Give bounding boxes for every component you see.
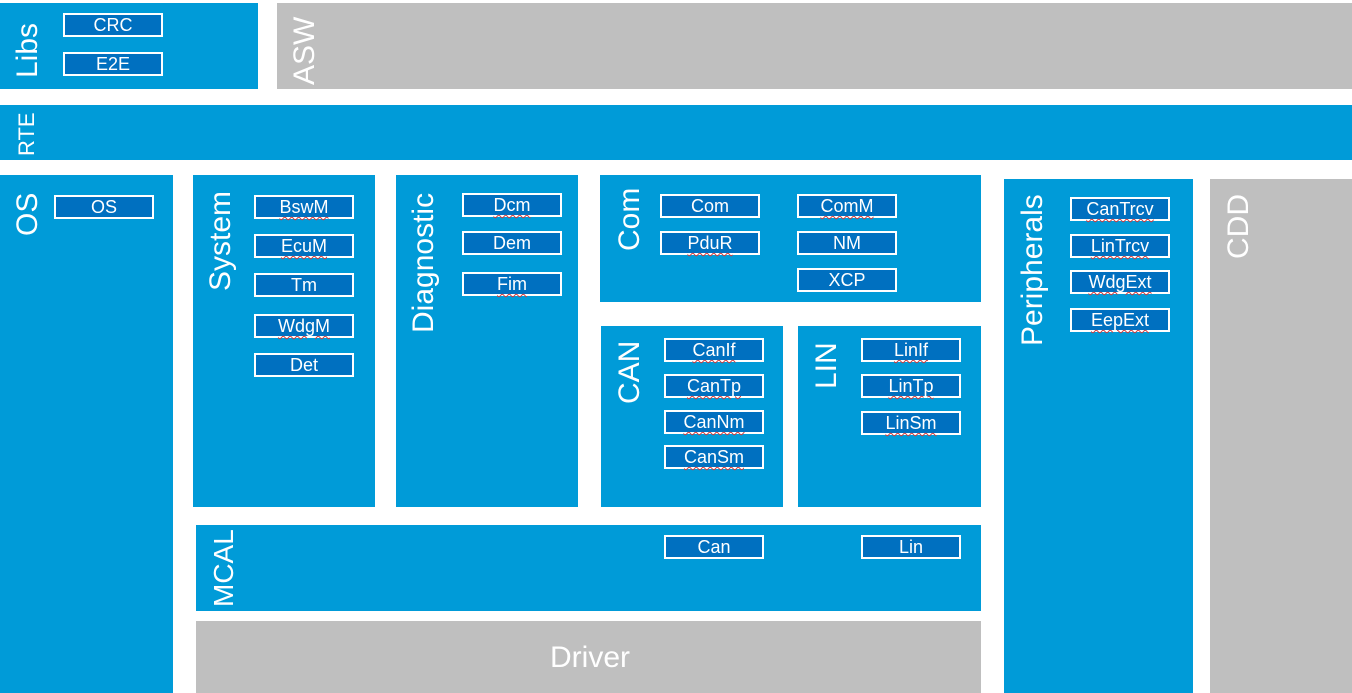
cdd-layer: CDD [1210, 179, 1352, 693]
module-nm[interactable]: NM [797, 231, 897, 255]
module-ecum[interactable]: EcuM [254, 234, 354, 258]
module-fim[interactable]: Fim [462, 272, 562, 296]
com-title: Com [613, 187, 646, 251]
rte-layer: RTE [0, 105, 1352, 160]
module-wdgext[interactable]: WdgExt [1070, 270, 1170, 294]
module-wdgm[interactable]: WdgM [254, 314, 354, 338]
module-can[interactable]: Can [664, 535, 764, 559]
module-cannm[interactable]: CanNm [664, 410, 764, 434]
os-title: OS [11, 192, 44, 236]
com-layer: Com Com PduR ComM NM XCP [600, 175, 981, 302]
module-tm[interactable]: Tm [254, 273, 354, 297]
module-xcp[interactable]: XCP [797, 268, 897, 292]
module-lintrcv[interactable]: LinTrcv [1070, 234, 1170, 258]
module-lintp[interactable]: LinTp [861, 374, 961, 398]
module-e2e[interactable]: E2E [63, 52, 163, 76]
module-eepext[interactable]: EepExt [1070, 308, 1170, 332]
module-linsm[interactable]: LinSm [861, 411, 961, 435]
mcal-title: MCAL [208, 529, 239, 607]
lin-layer: LIN LinIf LinTp LinSm [798, 326, 981, 507]
asw-layer: ASW [277, 3, 1352, 89]
can-layer: CAN CanIf CanTp CanNm CanSm [601, 326, 783, 507]
module-cantrcv[interactable]: CanTrcv [1070, 197, 1170, 221]
lin-title: LIN [810, 342, 843, 389]
module-pdur[interactable]: PduR [660, 231, 760, 255]
driver-layer: Driver [196, 621, 981, 693]
libs-title: Libs [11, 22, 44, 78]
diagnostic-layer: Diagnostic Dcm Dem Fim [396, 175, 578, 507]
driver-title: Driver [550, 641, 630, 674]
module-crc[interactable]: CRC [63, 13, 163, 37]
module-cantp[interactable]: CanTp [664, 374, 764, 398]
mcal-layer: MCAL Can Lin [196, 525, 981, 611]
module-bswm[interactable]: BswM [254, 195, 354, 219]
system-title: System [204, 190, 237, 291]
module-dcm[interactable]: Dcm [462, 193, 562, 217]
module-com[interactable]: Com [660, 194, 760, 218]
module-canif[interactable]: CanIf [664, 338, 764, 362]
peripherals-title: Peripherals [1016, 194, 1049, 346]
can-title: CAN [613, 340, 646, 404]
module-dem[interactable]: Dem [462, 231, 562, 255]
module-comm[interactable]: ComM [797, 194, 897, 218]
peripherals-layer: Peripherals CanTrcv LinTrcv WdgExt EepEx… [1004, 179, 1193, 693]
cdd-title: CDD [1222, 194, 1255, 259]
module-det[interactable]: Det [254, 353, 354, 377]
rte-title: RTE [14, 112, 39, 156]
asw-title: ASW [288, 16, 321, 85]
system-layer: System BswM EcuM Tm WdgM Det [193, 175, 375, 507]
os-layer: OS OS [0, 175, 173, 693]
libs-layer: Libs CRC E2E [0, 3, 258, 89]
diagnostic-title: Diagnostic [407, 192, 440, 333]
module-os[interactable]: OS [54, 195, 154, 219]
module-lin[interactable]: Lin [861, 535, 961, 559]
module-linif[interactable]: LinIf [861, 338, 961, 362]
module-cansm[interactable]: CanSm [664, 445, 764, 469]
